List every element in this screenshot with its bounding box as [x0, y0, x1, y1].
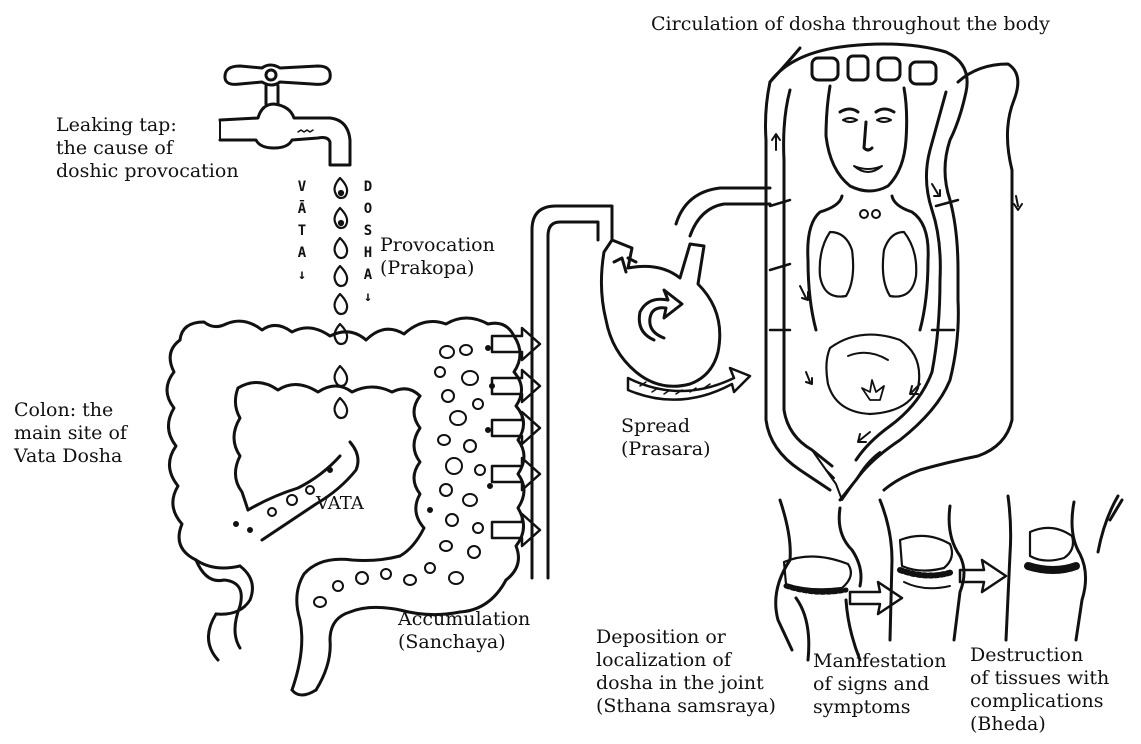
dosha-letter: O [360, 198, 376, 220]
dosha-particles [234, 345, 494, 607]
colon-line-2: main site of [14, 422, 127, 445]
manifestation-line-2: of signs and [813, 673, 946, 696]
spread-line-2: (Prasara) [621, 438, 711, 461]
destruction-line-3: complications [970, 690, 1109, 713]
vata-letter: V [294, 176, 310, 198]
vata-label: VATA [316, 492, 364, 515]
accumulation-label: Accumulation (Sanchaya) [398, 608, 530, 654]
vertical-dosha: D O S H A ↓ [360, 176, 376, 308]
diagram-title: Circulation of dosha throughout the body [651, 13, 1050, 36]
deposition-line-3: dosha in the joint [596, 672, 776, 695]
manifestation-line-3: symptoms [813, 696, 946, 719]
provocation-label: Provocation (Prakopa) [380, 234, 495, 280]
tap-label-line-1: Leaking tap: [56, 114, 239, 137]
dosha-letter: D [360, 176, 376, 198]
spread-label: Spread (Prasara) [621, 415, 711, 461]
joint-progress-arrows [850, 560, 1006, 614]
deposition-label: Deposition or localization of dosha in t… [596, 626, 776, 718]
colon-line-1: Colon: the [14, 399, 127, 422]
dosha-letter: A [360, 264, 376, 286]
accumulation-line-2: (Sanchaya) [398, 631, 530, 654]
vata-letter: A [294, 242, 310, 264]
manifestation-label: Manifestation of signs and symptoms [813, 650, 946, 719]
vessel-to-body [676, 188, 770, 236]
dosha-arrow: ↓ [360, 286, 376, 308]
dosha-letter: S [360, 220, 376, 242]
body-outline [766, 44, 968, 500]
deposition-line-1: Deposition or [596, 626, 776, 649]
spread-line-1: Spread [621, 415, 711, 438]
manifestation-line-1: Manifestation [813, 650, 946, 673]
flow-arrows [772, 134, 1022, 478]
vata-letter: Ā [294, 198, 310, 220]
joint-3 [1006, 496, 1122, 640]
provocation-line-2: (Prakopa) [380, 257, 495, 280]
tap-label-line-2: the cause of [56, 137, 239, 160]
destruction-line-1: Destruction [970, 644, 1109, 667]
vessel-to-heart [532, 206, 612, 578]
destruction-label: Destruction of tissues with complication… [970, 644, 1109, 736]
destruction-line-4: (Bheda) [970, 713, 1109, 736]
tap-label: Leaking tap: the cause of doshic provoca… [56, 114, 239, 183]
vata-letter: T [294, 220, 310, 242]
tap-icon [220, 65, 350, 165]
joint-1 [776, 500, 861, 660]
accumulation-line-1: Accumulation [398, 608, 530, 631]
deposition-line-2: localization of [596, 649, 776, 672]
heart-icon [601, 240, 719, 386]
vertical-vata: V Ā T A ↓ [294, 176, 310, 286]
vata-arrow: ↓ [294, 264, 310, 286]
colon-label: Colon: the main site of Vata Dosha [14, 399, 127, 468]
colon-line-3: Vata Dosha [14, 445, 127, 468]
dripping-drops [335, 178, 348, 418]
destruction-line-2: of tissues with [970, 667, 1109, 690]
joint-2 [880, 500, 964, 640]
tap-label-line-3: doshic provocation [56, 160, 239, 183]
deposition-line-4: (Sthana samsraya) [596, 695, 776, 718]
provocation-line-1: Provocation [380, 234, 495, 257]
dosha-letter: H [360, 242, 376, 264]
